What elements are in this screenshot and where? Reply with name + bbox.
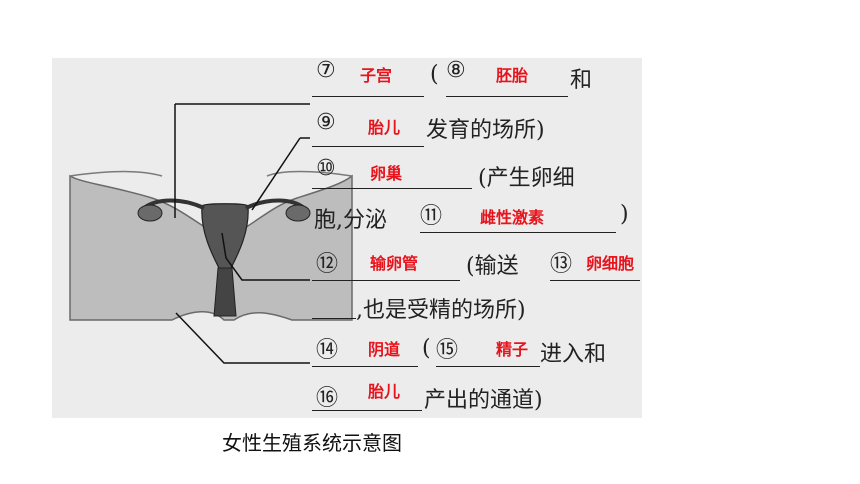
text-16: 产出的通道) bbox=[424, 388, 543, 413]
answer-12: 输卵管 bbox=[370, 254, 419, 273]
label-15: ⑮ bbox=[436, 338, 459, 363]
answer-15: 精子 bbox=[496, 340, 529, 359]
diagram-caption: 女性生殖系统示意图 bbox=[222, 431, 402, 455]
label-7: ⑦ bbox=[316, 58, 336, 83]
label-13: ⑬ bbox=[550, 252, 573, 277]
blank-12 bbox=[312, 280, 460, 281]
text-13: ,也是受精的场所) bbox=[356, 298, 526, 323]
label-10: ⑩ bbox=[316, 156, 336, 181]
blank-11 bbox=[420, 232, 616, 233]
blank-16 bbox=[312, 410, 422, 411]
label-16: ⑯ bbox=[316, 386, 339, 411]
text-9: 发育的场所) bbox=[426, 118, 545, 143]
vagina-shape bbox=[213, 267, 237, 317]
right-ovary-shape bbox=[285, 204, 311, 222]
blank-15 bbox=[436, 366, 540, 367]
answer-11: 雌性激素 bbox=[480, 208, 545, 227]
blank-13-continued bbox=[312, 318, 356, 319]
answer-10: 卵巢 bbox=[370, 164, 403, 183]
blank-13 bbox=[550, 280, 640, 281]
answer-7: 子宫 bbox=[360, 66, 393, 85]
text-15: 进入和 bbox=[540, 342, 607, 367]
answer-13: 卵细胞 bbox=[586, 254, 635, 273]
left-ovary-shape bbox=[137, 204, 163, 222]
paren-15: ( bbox=[422, 336, 431, 361]
blank-10 bbox=[312, 188, 472, 189]
answer-8: 胚胎 bbox=[496, 66, 529, 85]
label-12: ⑫ bbox=[316, 252, 339, 277]
blank-9 bbox=[312, 146, 424, 147]
text-8: 和 bbox=[570, 68, 593, 93]
diagram-panel bbox=[52, 58, 642, 418]
text-11: ) bbox=[620, 202, 629, 227]
uterus-shape bbox=[201, 203, 249, 271]
text-12: (输送 bbox=[466, 254, 519, 279]
paren-8: ( bbox=[430, 62, 439, 87]
label-8: ⑧ bbox=[446, 58, 466, 83]
label-11: ⑪ bbox=[420, 204, 443, 229]
label-14: ⑭ bbox=[316, 338, 339, 363]
leader-lines bbox=[174, 103, 310, 364]
answer-16: 胎儿 bbox=[368, 382, 401, 401]
text-10b: 胞,分泌 bbox=[314, 208, 387, 233]
answer-9: 胎儿 bbox=[368, 118, 401, 137]
blank-8 bbox=[446, 96, 568, 97]
female-reproductive-system-illustration bbox=[69, 103, 353, 364]
blank-7 bbox=[312, 96, 424, 97]
answer-14: 阴道 bbox=[368, 340, 401, 359]
blank-14 bbox=[312, 366, 418, 367]
text-10a: (产生卵细 bbox=[478, 166, 575, 191]
label-9: ⑨ bbox=[316, 110, 336, 135]
